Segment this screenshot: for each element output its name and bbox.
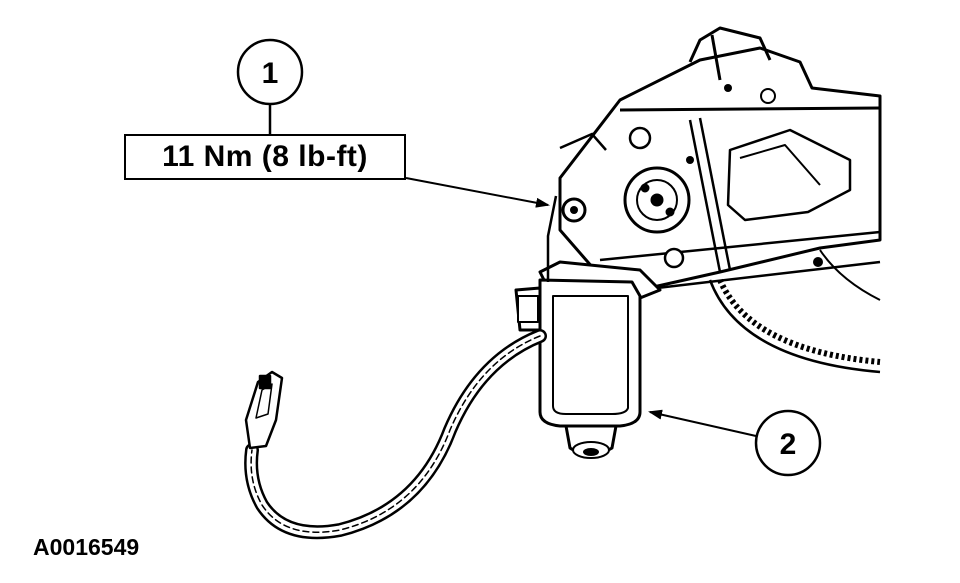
- sector-gear: [708, 249, 881, 374]
- callout-1-label: 1: [262, 57, 279, 90]
- regulator-bracket: [558, 26, 882, 292]
- torque-leader-arrow: [405, 177, 550, 208]
- torque-spec-box: 11 Nm (8 lb-ft): [124, 134, 406, 180]
- callout-2: 2: [648, 409, 822, 477]
- callout-2-label: 2: [780, 428, 797, 461]
- window-motor: [514, 260, 662, 459]
- harness-connector: [244, 370, 284, 450]
- wiring-harness: [244, 329, 547, 540]
- motor-leader-arrow: [648, 409, 757, 437]
- bracket-edge: [546, 132, 607, 282]
- callout-1: 1: [236, 38, 304, 134]
- figure-id: A0016549: [33, 534, 140, 560]
